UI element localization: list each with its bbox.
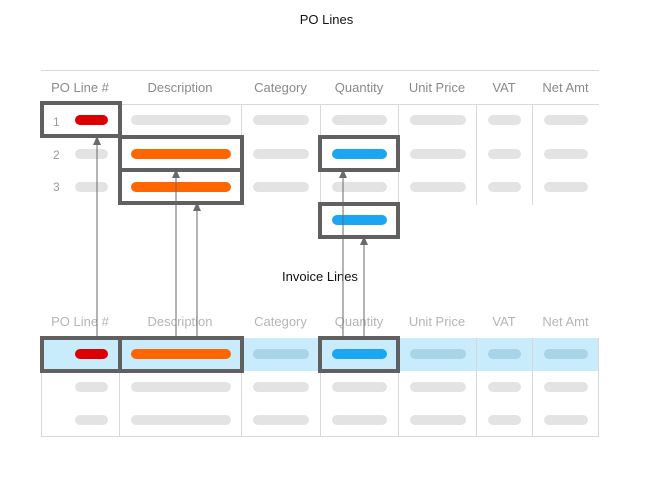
inv-header-quantity: Quantity (334, 313, 384, 329)
po-row-1-cells (75, 115, 588, 125)
po-header-vat: VAT (492, 79, 516, 95)
po-row-3-vat-pill (488, 182, 521, 192)
inv-header-category: Category (254, 313, 307, 329)
invoice-row-2-quantity-pill (332, 382, 387, 392)
invoice-lines-table: PO Line # Description Category Quantity … (41, 304, 599, 436)
po-row-3-quantity-pill (332, 182, 387, 192)
po-row-2-quantity-pill (332, 149, 387, 159)
inv-header-description: Description (147, 313, 213, 329)
invoice-row-1-category-pill (253, 349, 309, 359)
po-row-3-unit-price-pill (410, 182, 466, 192)
invoice-row-2-vat-pill (488, 382, 521, 392)
invoice-row-3-category-pill (253, 415, 309, 425)
highlight-boxes (40, 101, 400, 373)
po-row-1-quantity-pill (332, 115, 387, 125)
invoice-row-2-net-pill (544, 382, 588, 392)
po-header-unit-price: Unit Price (408, 79, 466, 95)
po-row-3-net-pill (544, 182, 588, 192)
inv-header-po-line: PO Line # (51, 313, 109, 329)
invoice-row-1-net-pill (544, 349, 588, 359)
invoice-row-3-unit-price-pill (410, 415, 466, 425)
po-row-2-unit-price-pill (410, 149, 466, 159)
invoice-row-3-net-pill (544, 415, 588, 425)
po-row-1-line-pill (75, 115, 108, 125)
inv-header-unit-price: Unit Price (408, 313, 466, 329)
invoice-row-2-line-pill (75, 382, 108, 392)
invoice-row-3-quantity-pill (332, 415, 387, 425)
po-row-1-description-pill (131, 115, 231, 125)
po-row-3-category-pill (253, 182, 309, 192)
po-row-3-line-pill (75, 182, 108, 192)
invoice-row-1-cells (75, 349, 588, 359)
po-row-2-line-pill (75, 149, 108, 159)
po-header-po-line: PO Line # (51, 79, 109, 95)
invoice-row-2-description-pill (131, 382, 231, 392)
po-quantity-extra-box (318, 202, 400, 239)
po-row-2-vat-pill (488, 149, 521, 159)
po-row-3-description-pill (131, 182, 231, 192)
invoice-row-3-cells (75, 415, 588, 425)
match-arrows (93, 136, 368, 339)
po-row-2-cells (75, 149, 588, 159)
po-row-number-1: 1 (53, 115, 60, 129)
po-header-net-amt: Net Amt (542, 79, 589, 95)
po-header-category: Category (254, 79, 307, 95)
po-row-1-category-pill (253, 115, 309, 125)
po-lines-table: PO Line # Description Category Quantity … (41, 70, 599, 240)
po-description-row-3-box (118, 168, 244, 205)
po-lines-title: PO Lines (299, 12, 354, 27)
po-row-2-net-pill (544, 149, 588, 159)
po-line-1-box (40, 101, 122, 138)
po-row-number-2: 2 (53, 148, 60, 162)
po-header-description: Description (147, 79, 213, 95)
invoice-description-box (118, 336, 244, 373)
po-row-3-cells (75, 182, 588, 192)
po-header-quantity: Quantity (334, 79, 384, 95)
po-quantity-row-2-box (318, 135, 400, 172)
invoice-lines-title: Invoice Lines (282, 269, 358, 284)
po-row-1-net-pill (544, 115, 588, 125)
invoice-row-3-line-pill (75, 415, 108, 425)
invoice-row-2-cells (75, 382, 588, 392)
invoice-row-2-unit-price-pill (410, 382, 466, 392)
po-row-2-category-pill (253, 149, 309, 159)
invoice-row-1-quantity-pill (332, 349, 387, 359)
invoice-row-1-description-pill (131, 349, 231, 359)
inv-header-vat: VAT (492, 313, 516, 329)
invoice-row-3-vat-pill (488, 415, 521, 425)
po-row-1-unit-price-pill (410, 115, 466, 125)
invoice-row-2-category-pill (253, 382, 309, 392)
po-row-1-vat-pill (488, 115, 521, 125)
invoice-row-3-description-pill (131, 415, 231, 425)
invoice-row-1-vat-pill (488, 349, 521, 359)
invoice-quantity-box (318, 336, 400, 373)
invoice-row-1-unit-price-pill (410, 349, 466, 359)
po-row-number-3: 3 (53, 180, 60, 194)
po-extra-quantity-pill (332, 215, 387, 225)
po-row-2-description-pill (131, 149, 231, 159)
inv-header-net-amt: Net Amt (542, 313, 589, 329)
invoice-row-1-line-pill (75, 349, 108, 359)
